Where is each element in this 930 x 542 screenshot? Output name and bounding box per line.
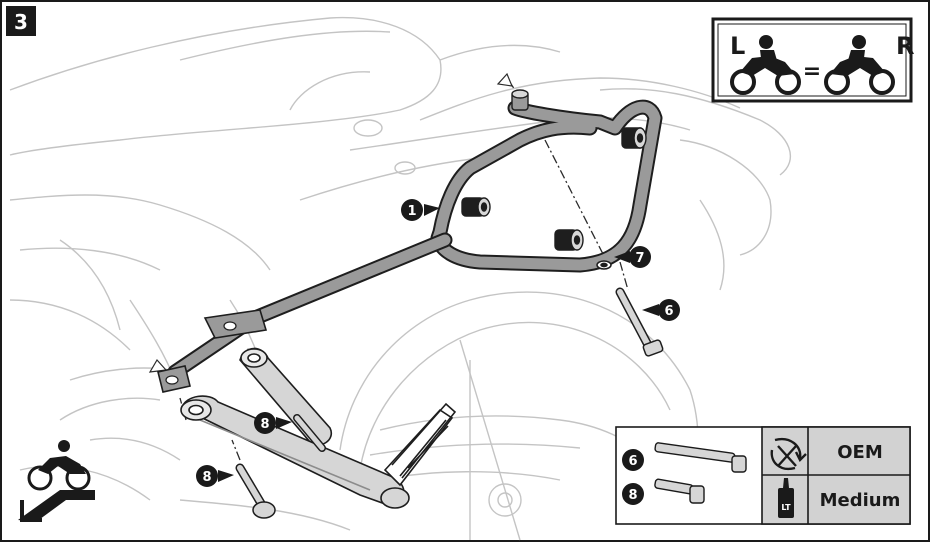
motorcycle-background xyxy=(9,16,791,541)
row-8-spec: Medium xyxy=(820,490,901,511)
torque-wrench-icon xyxy=(770,437,807,471)
scene-hardware xyxy=(235,260,664,519)
step-number: 3 xyxy=(14,10,28,34)
rider-right-icon xyxy=(824,35,895,95)
right-letter: R xyxy=(896,32,914,60)
equals-sign: = xyxy=(803,59,821,84)
row-8-part-number: 8 xyxy=(628,488,637,503)
threadlocker-bottle-icon: LT xyxy=(778,478,794,518)
callout-1: 1 xyxy=(401,199,440,221)
side-carrier-bracket xyxy=(157,89,663,393)
callout-7: 7 xyxy=(614,246,651,268)
callout-8-upper-label: 8 xyxy=(260,417,269,432)
torque-table: 6 OEM 8 LT xyxy=(615,426,911,525)
step-badge: 3 xyxy=(6,6,36,36)
row-6-part-number: 6 xyxy=(628,454,637,469)
callout-8-lower-label: 8 xyxy=(202,470,211,485)
bottle-label: LT xyxy=(781,503,791,512)
rider-view-icon xyxy=(18,440,95,522)
row-6-spec: OEM xyxy=(837,442,883,463)
callout-8-upper: 8 xyxy=(254,412,292,434)
callout-8-lower: 8 xyxy=(196,465,234,487)
callout-1-label: 1 xyxy=(407,204,416,219)
footrest-brackets xyxy=(180,347,457,509)
short-bolt-icon xyxy=(654,478,705,504)
left-letter: L xyxy=(730,32,745,60)
guide-arrowheads xyxy=(148,72,513,373)
table-row: 8 LT Medium xyxy=(622,478,900,518)
callout-7-label: 7 xyxy=(635,251,644,266)
left-equals-right-badge: L R = xyxy=(711,17,914,103)
callout-6: 6 xyxy=(642,299,680,321)
callout-6-label: 6 xyxy=(664,304,673,319)
long-bolt-icon xyxy=(654,442,747,473)
table-row: 6 OEM xyxy=(622,437,883,473)
rider-left-icon xyxy=(730,35,801,95)
